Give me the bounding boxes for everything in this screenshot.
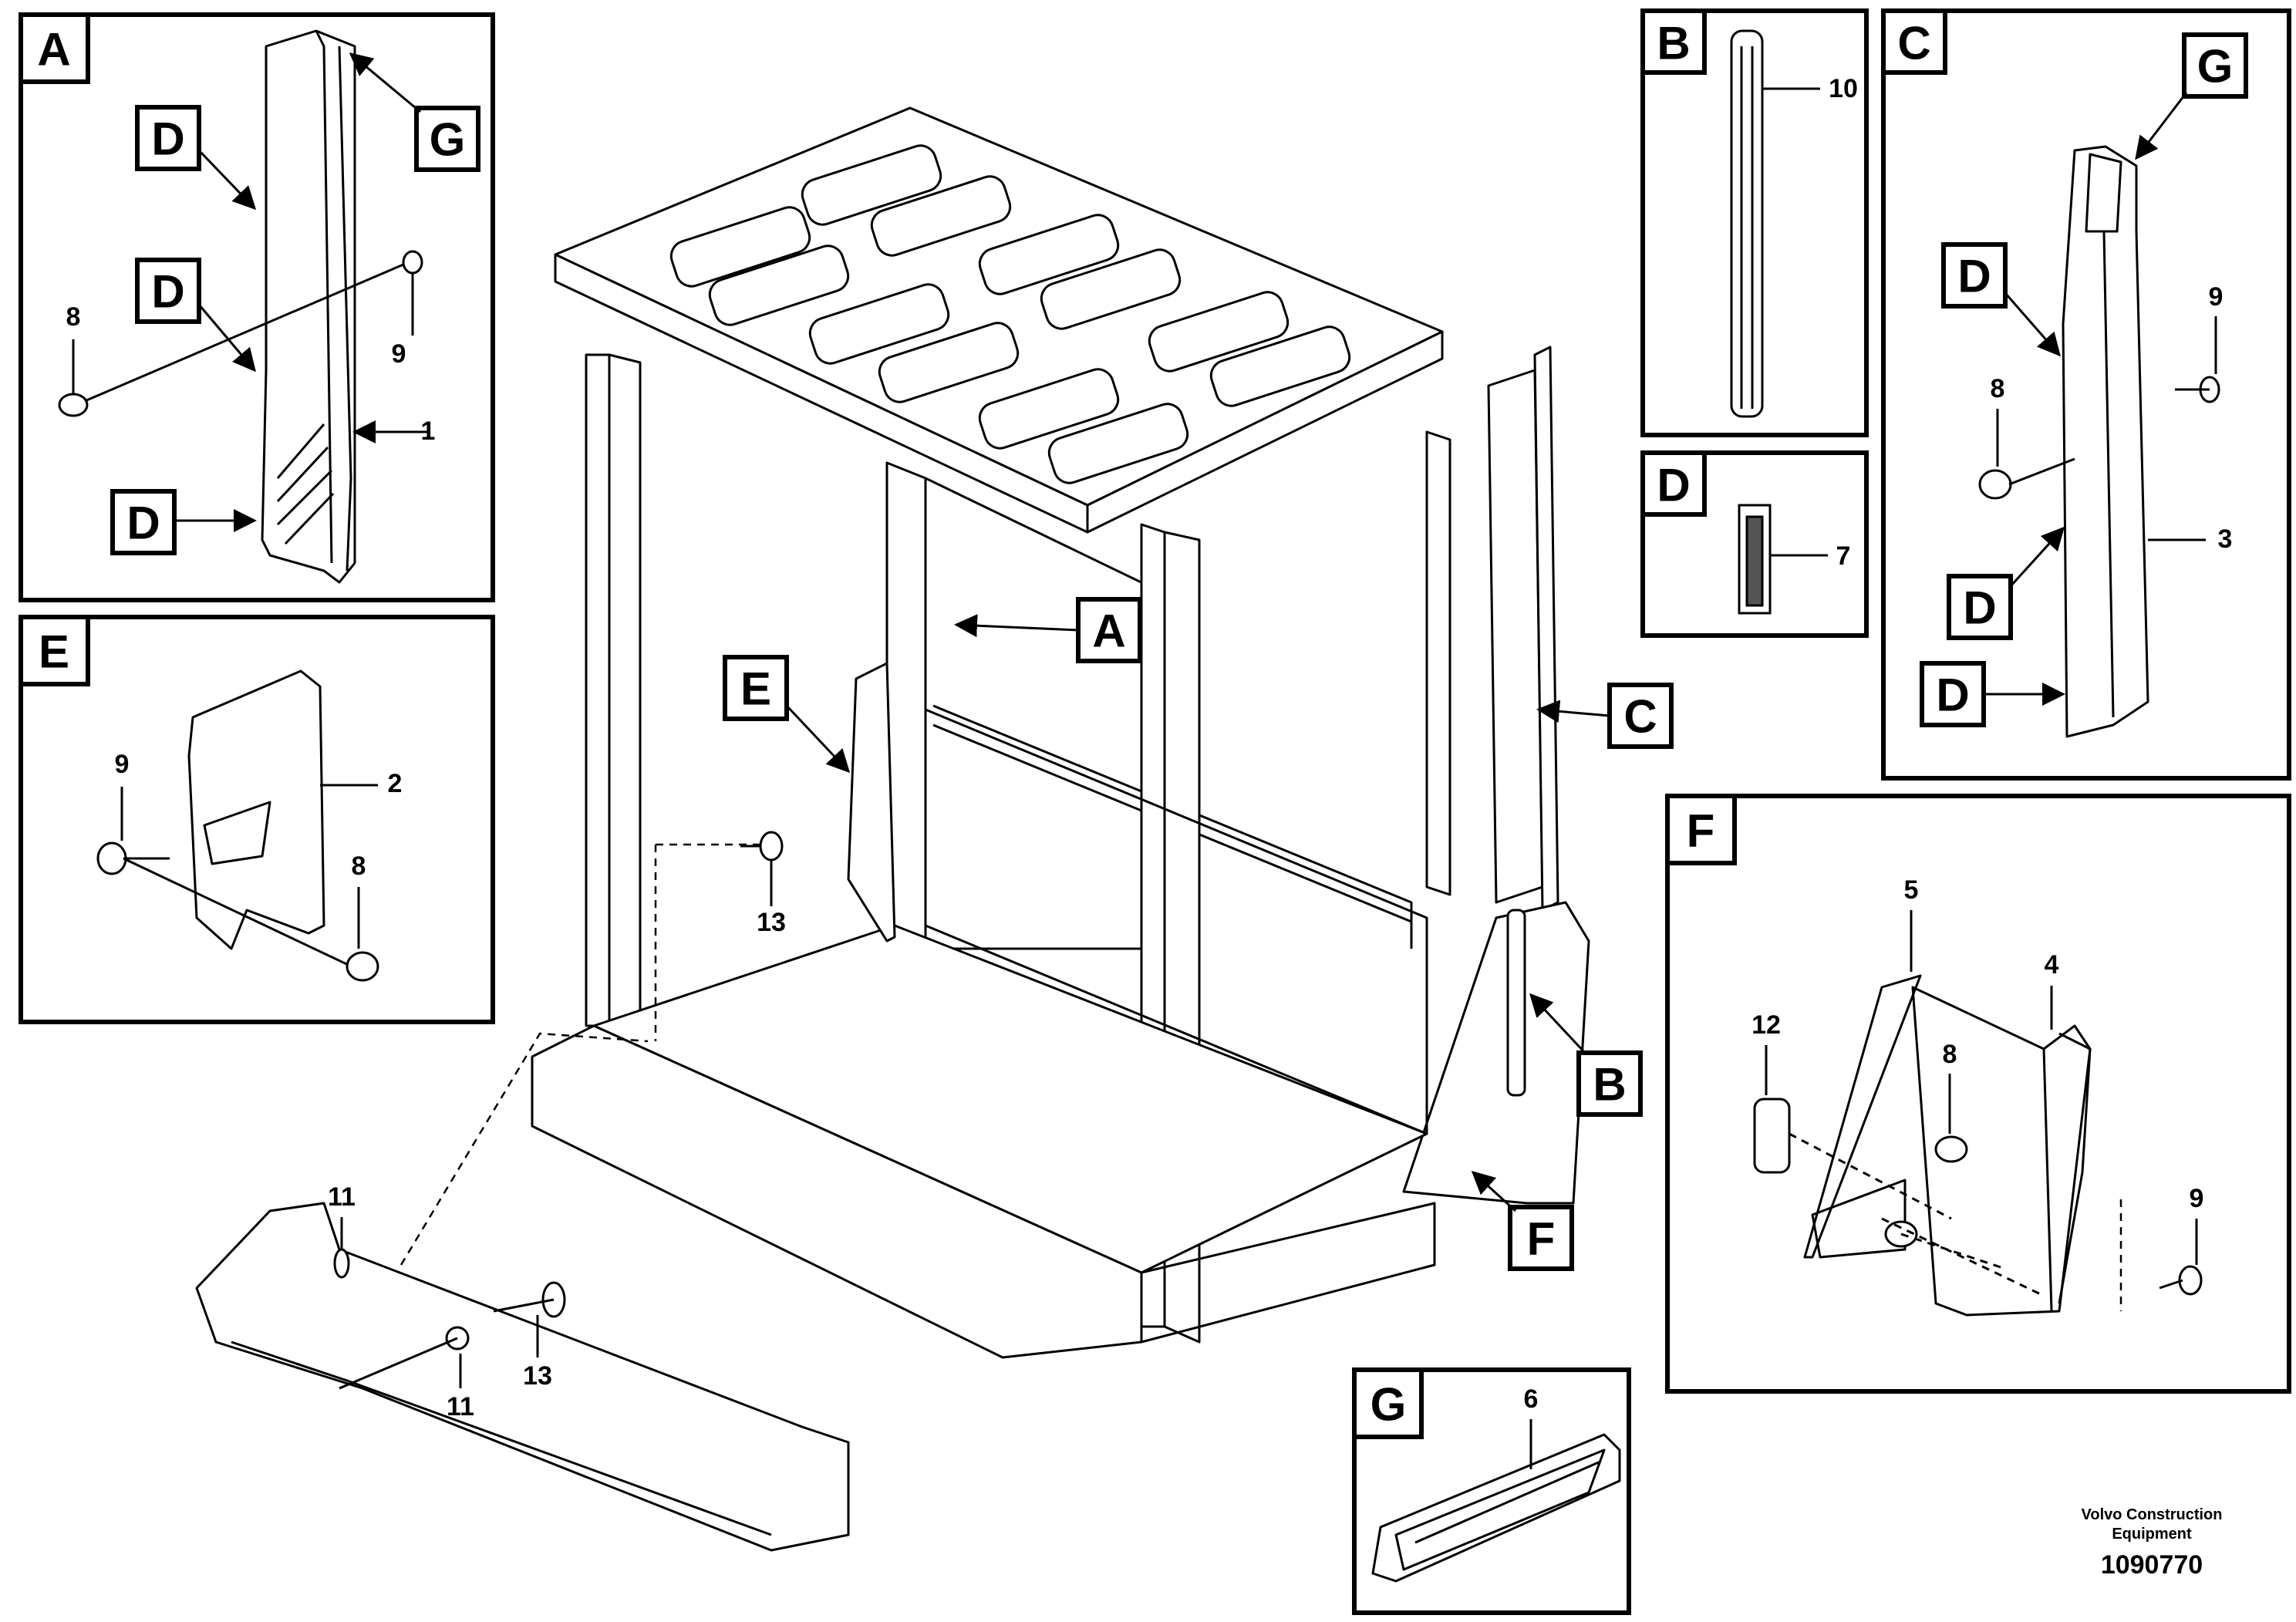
main-part-11-upper: 11 [328, 1182, 356, 1212]
footer-brand-line-1: Volvo Construction [2082, 1506, 2223, 1523]
panel-A-part-1: 1 [421, 416, 436, 446]
panel-E-cover [96, 669, 379, 982]
footer-brand-line-2: Equipment [2112, 1526, 2192, 1543]
main-callout-A: A [1092, 605, 1125, 657]
panel-E-part-8: 8 [352, 851, 366, 881]
panel-B-frame [1640, 8, 1869, 437]
main-part-13-lower: 13 [523, 1361, 552, 1391]
panel-C-callout-D-3: D [1936, 669, 1969, 721]
main-part-13-upper: 13 [757, 908, 786, 937]
panel-D-clip [1738, 504, 1772, 615]
panel-A-callout-D-3: D [126, 497, 160, 549]
panel-A-part-8: 8 [66, 302, 81, 332]
panel-G-frame [1352, 1367, 1631, 1615]
panel-B-part-10: 10 [1829, 74, 1858, 103]
panel-C-part-3: 3 [2218, 524, 2233, 554]
panel-A-letter: A [37, 24, 70, 76]
panel-D-frame [1640, 450, 1869, 638]
panel-C-callout-D-1: D [1957, 251, 1991, 302]
panel-A-part-9: 9 [392, 339, 406, 369]
panel-G-seal-profile [1371, 1433, 1621, 1583]
panel-F-part-4: 4 [2045, 950, 2059, 980]
panel-A-callout-G: G [430, 114, 466, 166]
panel-C-callout-G: G [2197, 41, 2234, 93]
panel-C-part-9: 9 [2209, 282, 2224, 312]
panel-F-part-12: 12 [1752, 1010, 1781, 1040]
panel-B-letter: B [1657, 18, 1690, 69]
panel-C-letter: C [1897, 18, 1930, 69]
panel-A-callout-D-2: D [151, 266, 184, 318]
panel-A-frame [19, 12, 495, 602]
panel-F-letter: F [1687, 805, 1715, 857]
panel-C-callout-D-2: D [1963, 582, 1996, 634]
main-part-11-lower: 11 [447, 1392, 474, 1421]
main-callout-B: B [1593, 1059, 1626, 1111]
panel-D-letter: D [1657, 460, 1690, 511]
cab-frame-drawing [195, 106, 1590, 1552]
main-callout-C: C [1623, 691, 1657, 743]
panel-F-frame [1665, 794, 2291, 1394]
panel-C-part-8: 8 [1991, 374, 2005, 403]
panel-E-part-9: 9 [115, 750, 130, 779]
panel-G-letter: G [1371, 1379, 1407, 1431]
main-callout-F: F [1527, 1213, 1556, 1265]
panel-E-frame [19, 615, 495, 1024]
panel-F-part-8: 8 [1943, 1040, 1957, 1069]
panel-C-frame [1881, 8, 2291, 781]
panel-F-cover [1753, 974, 2203, 1317]
panel-D-part-7: 7 [1836, 541, 1851, 571]
panel-C-pillar-cover [1978, 145, 2220, 738]
panel-F-part-9: 9 [2190, 1184, 2204, 1213]
panel-E-part-2: 2 [388, 769, 403, 798]
panel-E-letter: E [39, 626, 69, 678]
panel-A-callout-D-1: D [151, 113, 184, 165]
main-hardware [333, 831, 784, 1390]
panel-F-part-5: 5 [1904, 875, 1919, 905]
panel-G-part-6: 6 [1524, 1384, 1539, 1414]
leader-dashed-lines [400, 843, 2122, 1311]
footer-drawing-number: 1090770 [2101, 1550, 2203, 1580]
panel-A-pillar-cover [58, 29, 423, 584]
main-callout-E: E [740, 663, 771, 715]
panel-B-seal-strip [1730, 29, 1764, 418]
